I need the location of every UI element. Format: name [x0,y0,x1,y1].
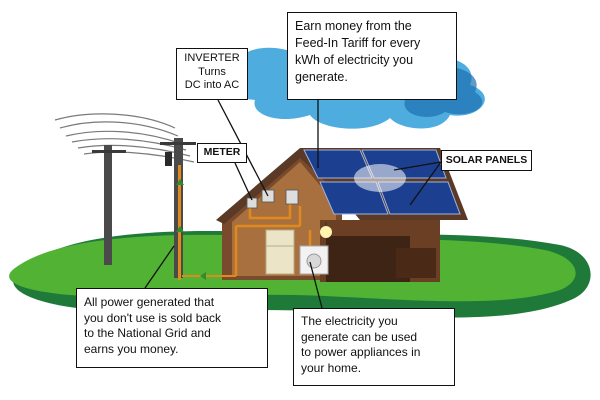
home-use-callout: The electricity you generate can be used… [293,308,455,386]
solar-panels-callout: SOLAR PANELS [441,150,532,171]
sold-back-text: All power generated that you don't use i… [84,295,222,356]
home-use-text: The electricity you generate can be used… [301,314,421,375]
inverter-title: INVERTER [184,52,240,64]
utility-poles [54,113,196,280]
inverter-callout: INVERTER Turns DC into AC [176,48,248,100]
inverter-description: Turns DC into AC [184,65,240,92]
solar-panels-label: SOLAR PANELS [445,154,528,166]
feed-in-tariff-callout: Earn money from the Feed-In Tariff for e… [287,12,457,100]
meter-label: METER [203,146,241,158]
sold-back-callout: All power generated that you don't use i… [76,288,268,368]
house [182,148,468,282]
feed-in-tariff-text: Earn money from the Feed-In Tariff for e… [295,19,421,84]
meter-callout: METER [197,143,247,163]
